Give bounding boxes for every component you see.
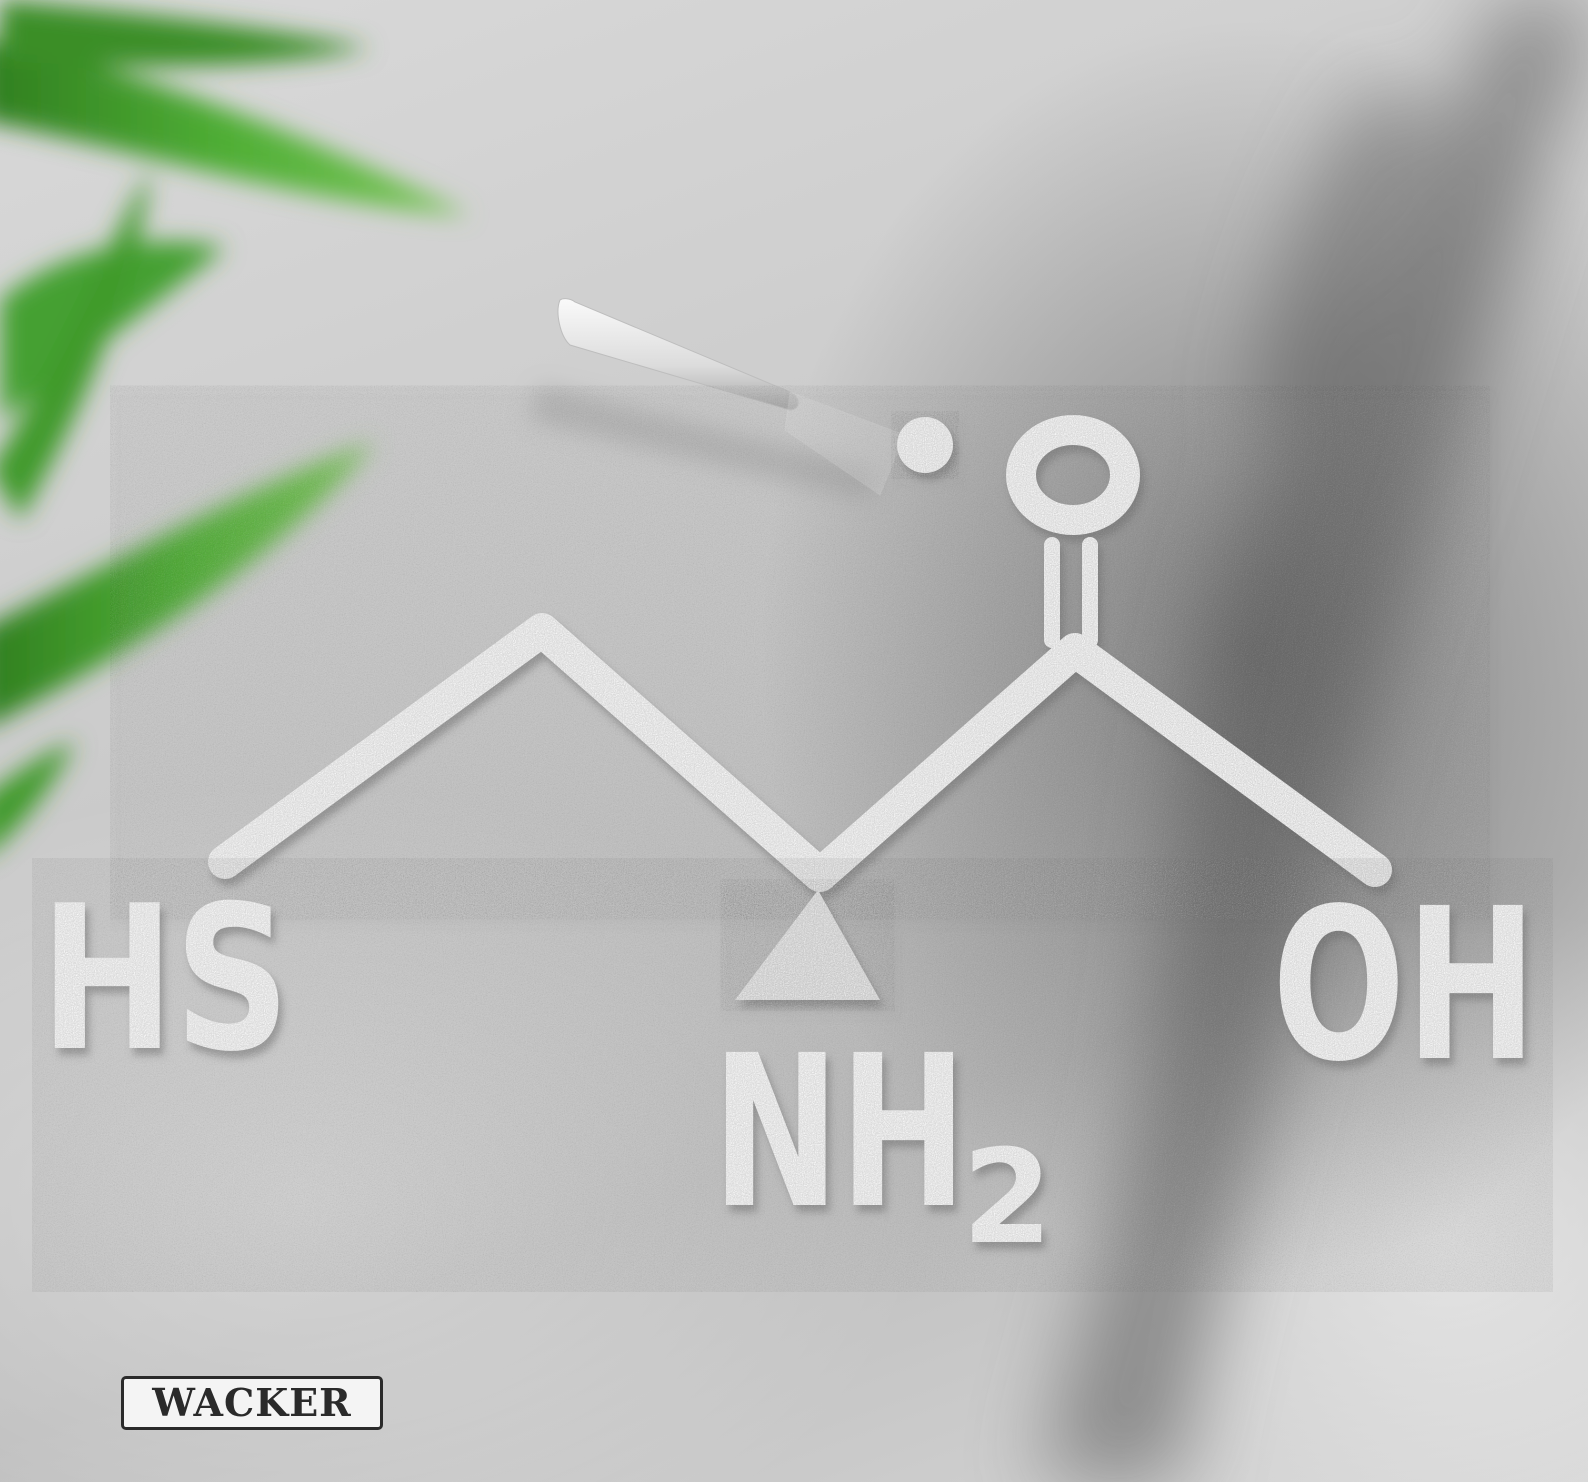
sample-vial	[528, 298, 906, 500]
bamboo-leaves	[0, 0, 470, 844]
wacker-logo: WACKER	[121, 1376, 383, 1430]
carbon-chain-bonds	[208, 613, 1392, 892]
powder-molecule	[208, 415, 1392, 1000]
powder-labels: HS NH 2 OH	[40, 863, 1537, 1273]
wacker-logo-text: WACKER	[152, 1380, 352, 1425]
carbonyl-oxygen-ring	[1006, 415, 1140, 535]
thiol-label: HS	[40, 863, 290, 1096]
powder-dot	[897, 417, 953, 473]
plant-shadow	[1040, 0, 1588, 1482]
wedge-bond	[735, 890, 880, 1000]
amine-label: NH	[712, 1010, 967, 1255]
amine-subscript: 2	[962, 1121, 1052, 1273]
hydroxyl-label: OH	[1272, 863, 1537, 1108]
